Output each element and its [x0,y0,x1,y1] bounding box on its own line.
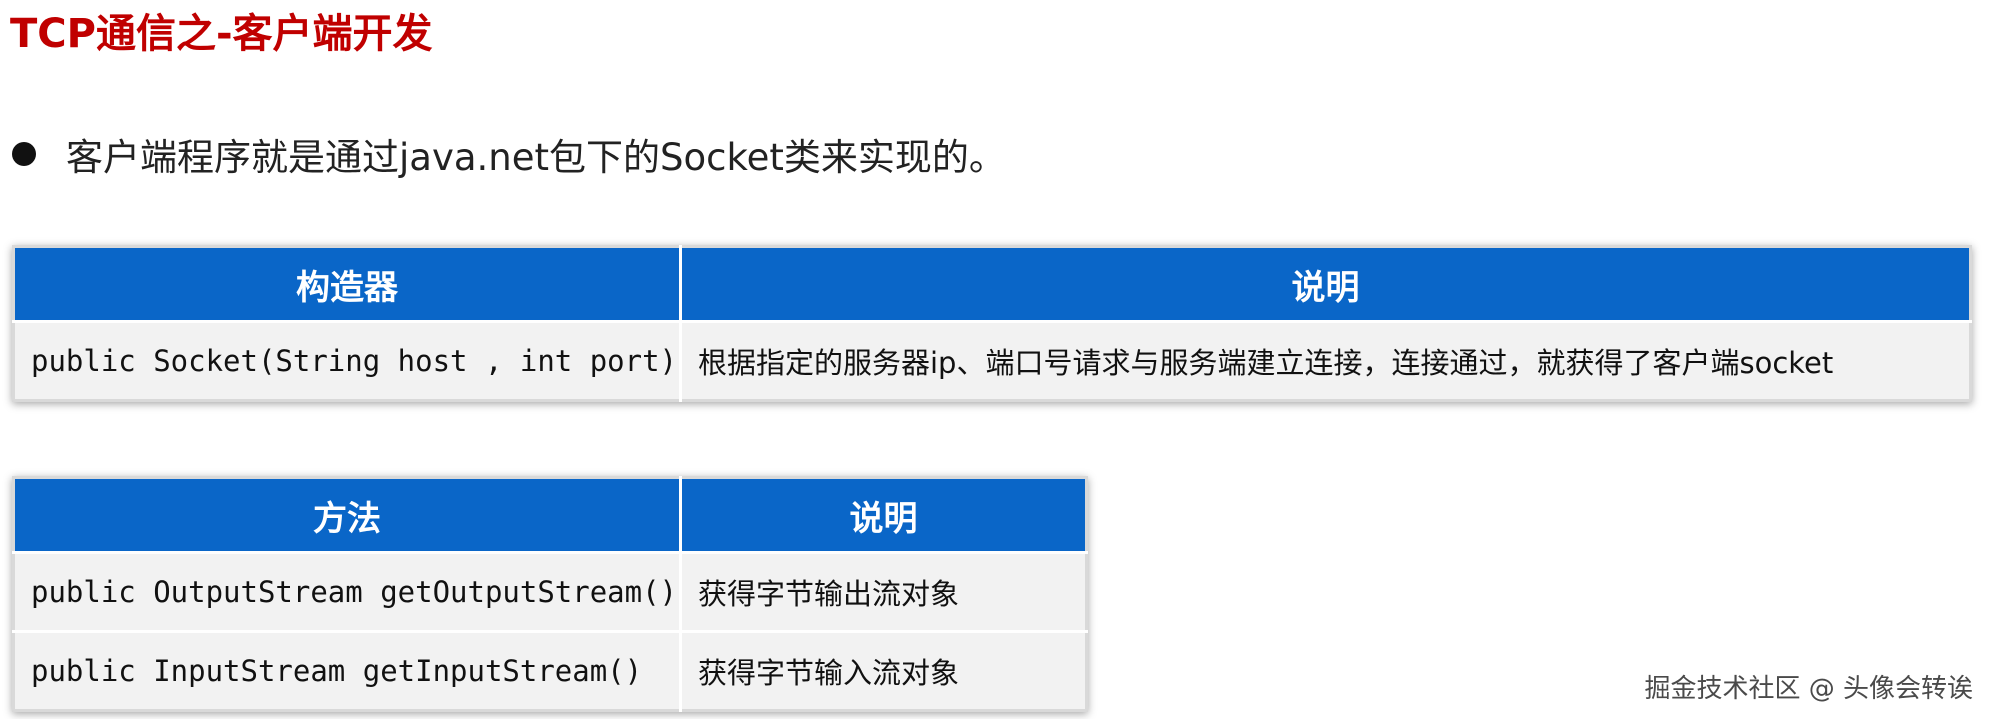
bullet-dot-icon [12,142,36,166]
constructor-signature: public Socket(String host , int port) [13,320,682,401]
method-signature: public OutputStream getOutputStream() [13,551,682,632]
method-description: 获得字节输入流对象 [680,630,1087,711]
column-header-description: 说明 [680,477,1087,553]
table-row: public Socket(String host , int port) 根据… [13,320,1971,401]
page-title: TCP通信之-客户端开发 [10,11,433,57]
table-row: public InputStream getInputStream() 获得字节… [13,630,1087,711]
method-signature: public InputStream getInputStream() [13,630,682,711]
table-header-row: 构造器 说明 [13,246,1971,322]
column-header-constructor: 构造器 [13,246,682,322]
method-table: 方法 说明 public OutputStream getOutputStrea… [12,476,1088,712]
constructor-table: 构造器 说明 public Socket(String host , int p… [12,245,1972,402]
method-description: 获得字节输出流对象 [680,551,1087,632]
table-row: public OutputStream getOutputStream() 获得… [13,551,1087,632]
constructor-description: 根据指定的服务器ip、端口号请求与服务端建立连接，连接通过，就获得了客户端soc… [680,320,1971,401]
bullet-text: 客户端程序就是通过java.net包下的Socket类来实现的。 [66,136,1006,179]
column-header-description: 说明 [680,246,1971,322]
bullet-point: 客户端程序就是通过java.net包下的Socket类来实现的。 [12,126,1006,182]
watermark: 掘金技术社区 @ 头像会转诶 [1644,674,1973,704]
column-header-method: 方法 [13,477,682,553]
table-header-row: 方法 说明 [13,477,1087,553]
